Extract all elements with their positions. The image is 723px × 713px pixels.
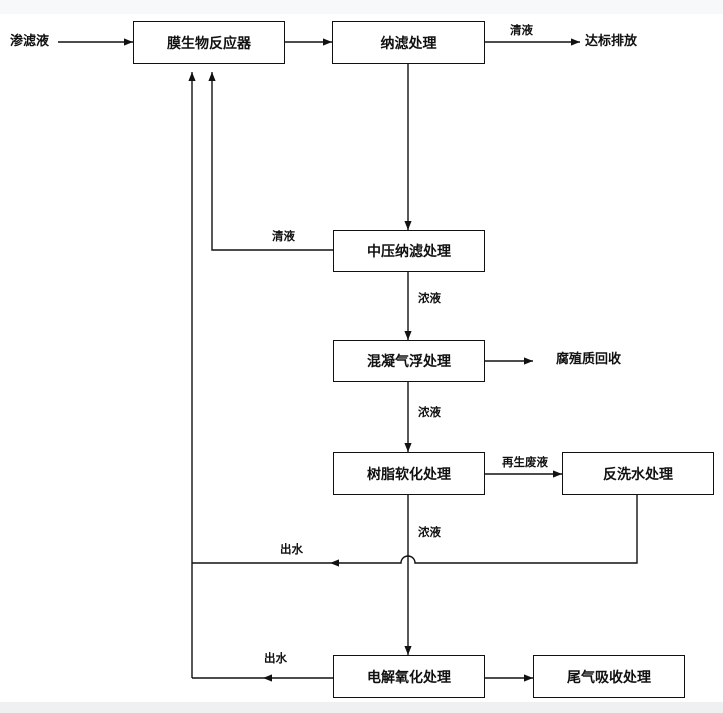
label-regen-waste: 再生废液 [502, 455, 548, 469]
node-backwash-treatment: 反洗水处理 [562, 452, 714, 495]
node-medium-pressure-nf: 中压纳滤处理 [333, 230, 485, 272]
arrow-mpnf-return-to-mbr [208, 72, 333, 251]
bottom-margin [0, 702, 723, 713]
top-margin [0, 0, 723, 14]
node-tail-gas-absorption: 尾气吸收处理 [533, 655, 685, 698]
node-nanofiltration: 纳滤处理 [332, 21, 485, 64]
node-resin-softening: 树脂软化处理 [333, 452, 485, 495]
label-humic-recovery: 腐殖质回收 [556, 352, 622, 367]
label-concentrate-3: 浓液 [418, 525, 441, 539]
label-discharge: 达标排放 [585, 34, 638, 49]
node-electrolytic-oxidation: 电解氧化处理 [333, 655, 485, 698]
node-mbr: 膜生物反应器 [133, 21, 285, 64]
label-mpnf-permeate: 清液 [272, 229, 295, 243]
node-coagulation-flotation: 混凝气浮处理 [333, 340, 485, 382]
label-input-leachate: 渗滤液 [10, 34, 50, 49]
label-nf-permeate: 清液 [510, 23, 533, 37]
label-outflow-2: 出水 [264, 651, 287, 665]
arrow-backwash-outflow [330, 495, 638, 567]
label-outflow-1: 出水 [280, 542, 303, 556]
label-concentrate-1: 浓液 [418, 291, 441, 305]
label-concentrate-2: 浓液 [418, 405, 441, 419]
